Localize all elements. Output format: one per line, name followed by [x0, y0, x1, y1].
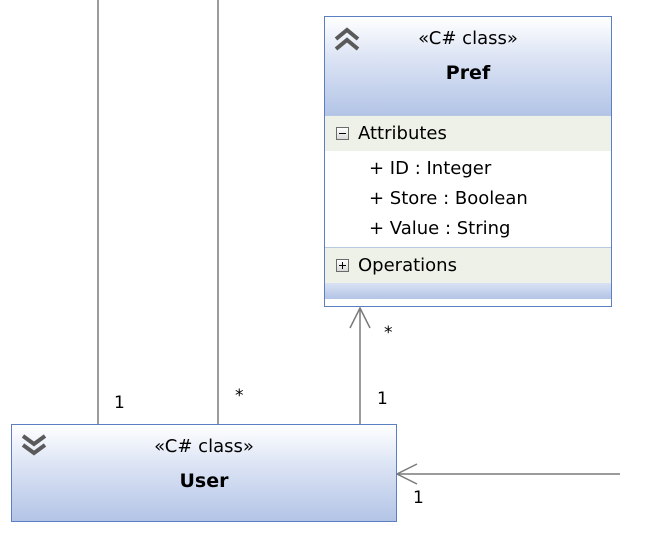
attributes-compartment-header[interactable]: Attributes: [325, 115, 611, 151]
minus-box-icon[interactable]: [336, 127, 349, 140]
chevron-double-down-icon[interactable]: [18, 430, 50, 462]
attribute-id[interactable]: + ID : Integer: [369, 158, 492, 179]
multiplicity-middle-line: *: [235, 386, 244, 406]
multiplicity-incoming-association: 1: [413, 488, 424, 508]
attribute-value[interactable]: + Value : String: [369, 218, 511, 239]
attributes-label: Attributes: [358, 123, 447, 144]
class-pref-footer: [325, 283, 611, 299]
class-user-name: User: [179, 470, 229, 492]
class-user-stereotype: «C# class»: [154, 436, 254, 457]
operations-compartment-header[interactable]: Operations: [325, 248, 611, 283]
multiplicity-pref-association-user-end: 1: [377, 389, 388, 409]
class-pref-stereotype: «C# class»: [418, 28, 518, 49]
chevron-double-up-icon[interactable]: [331, 22, 363, 54]
class-user-header[interactable]: «C# class» User: [12, 425, 396, 521]
operations-label: Operations: [358, 255, 457, 276]
class-pref[interactable]: «C# class» Pref Attributes + ID : Intege…: [324, 16, 612, 307]
attributes-list: + ID : Integer + Store : Boolean + Value…: [325, 151, 611, 248]
attribute-store[interactable]: + Store : Boolean: [369, 188, 528, 209]
arrowhead-left: [395, 463, 418, 485]
multiplicity-left-line: 1: [114, 393, 125, 413]
class-pref-name: Pref: [445, 62, 491, 84]
arrowhead-up: [349, 306, 371, 329]
class-pref-header[interactable]: «C# class» Pref: [325, 17, 611, 115]
class-user[interactable]: «C# class» User: [11, 424, 397, 522]
plus-box-icon[interactable]: [336, 259, 349, 272]
multiplicity-pref-association-pref-end: *: [384, 323, 393, 343]
